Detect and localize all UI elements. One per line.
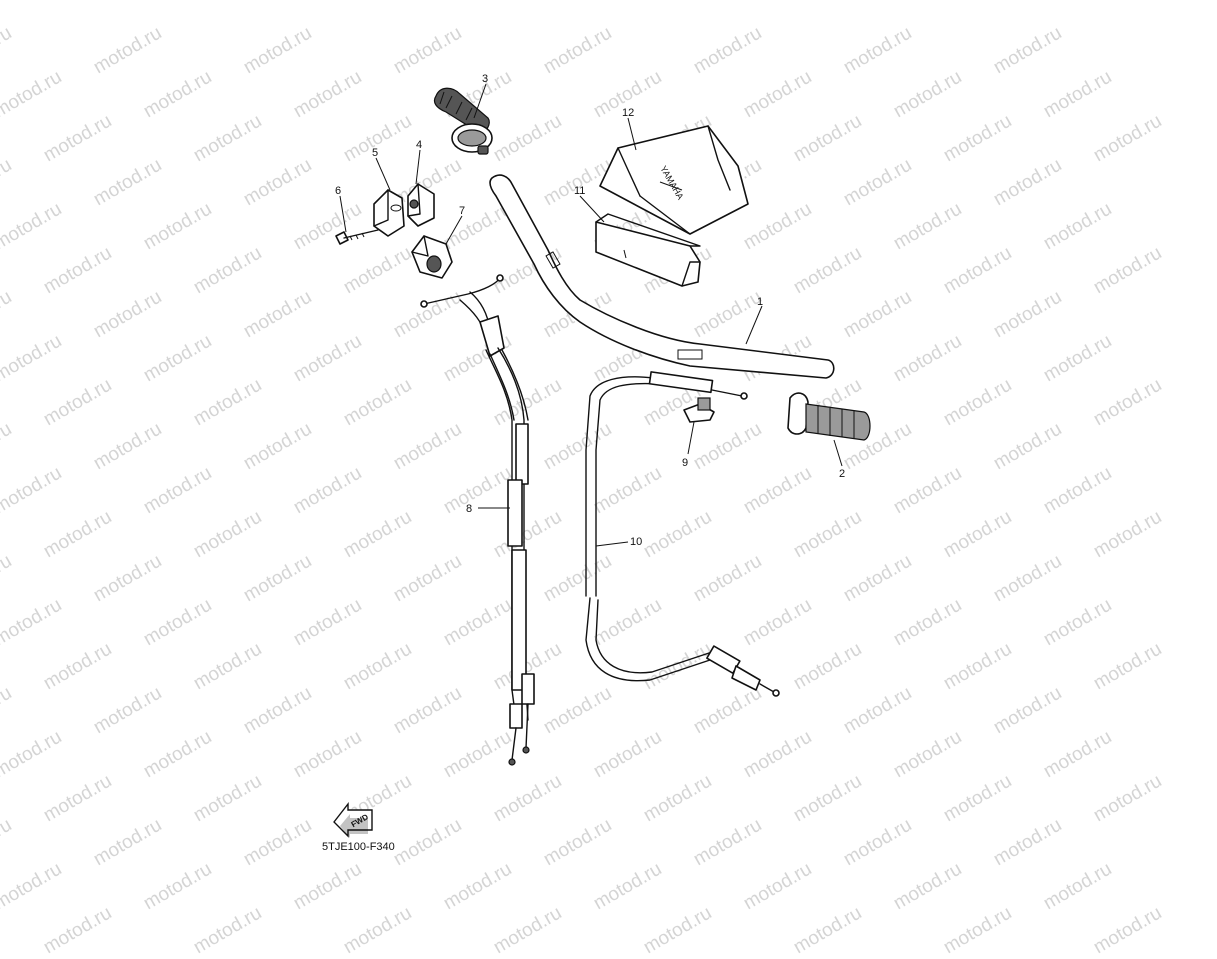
handlebar-part xyxy=(489,174,835,379)
callout-6: 6 xyxy=(335,185,341,197)
callout-12: 12 xyxy=(622,107,634,119)
fwd-arrow-icon: FWD xyxy=(333,801,373,838)
handlebar-pad-cover-part: YAMAHA xyxy=(599,125,749,235)
callout-2: 2 xyxy=(839,468,845,480)
cable-adjuster-part xyxy=(683,397,715,423)
pad-part xyxy=(595,213,701,287)
lower-holder-part xyxy=(373,189,405,237)
bolt-part xyxy=(335,229,379,245)
callout-4: 4 xyxy=(416,139,422,151)
callout-numbers: 3 12 11 4 5 6 7 1 9 2 8 10 xyxy=(335,73,845,548)
diagram-drawing: YAMAHA xyxy=(333,73,871,838)
leader-lines xyxy=(339,83,843,547)
callout-11: 11 xyxy=(574,185,585,197)
diagram-code: 5TJE100-F340 xyxy=(322,841,395,853)
callout-7: 7 xyxy=(459,205,465,217)
callout-5: 5 xyxy=(372,147,378,159)
callout-1: 1 xyxy=(757,296,763,308)
callout-3: 3 xyxy=(482,73,488,85)
throttle-cable-part xyxy=(420,274,535,766)
callout-10: 9 xyxy=(682,457,688,469)
handlebar-holder-part xyxy=(411,235,453,279)
upper-holder-part xyxy=(407,183,435,227)
callout-8: 8 xyxy=(466,503,472,515)
throttle-grip-part xyxy=(433,87,493,155)
grip-left-part xyxy=(787,392,871,441)
clutch-cable-part xyxy=(585,371,780,697)
callout-9: 10 xyxy=(630,536,642,548)
